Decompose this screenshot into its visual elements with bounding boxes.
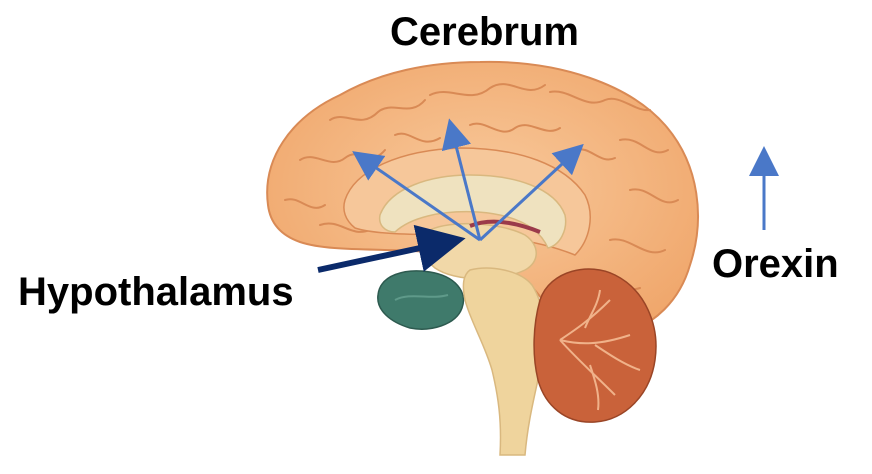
arrow-right-icon bbox=[317, 224, 466, 273]
orexin-label: Orexin bbox=[712, 242, 839, 286]
brainstem bbox=[462, 267, 546, 456]
cerebellum-tree bbox=[559, 289, 641, 411]
projection-arrow-right bbox=[478, 143, 584, 242]
hypothalamus-label: Hypothalamus bbox=[18, 270, 294, 314]
cerebrum-label: Cerebrum bbox=[390, 10, 579, 54]
projection-arrow-up bbox=[441, 118, 482, 241]
pituitary-region bbox=[377, 270, 465, 330]
